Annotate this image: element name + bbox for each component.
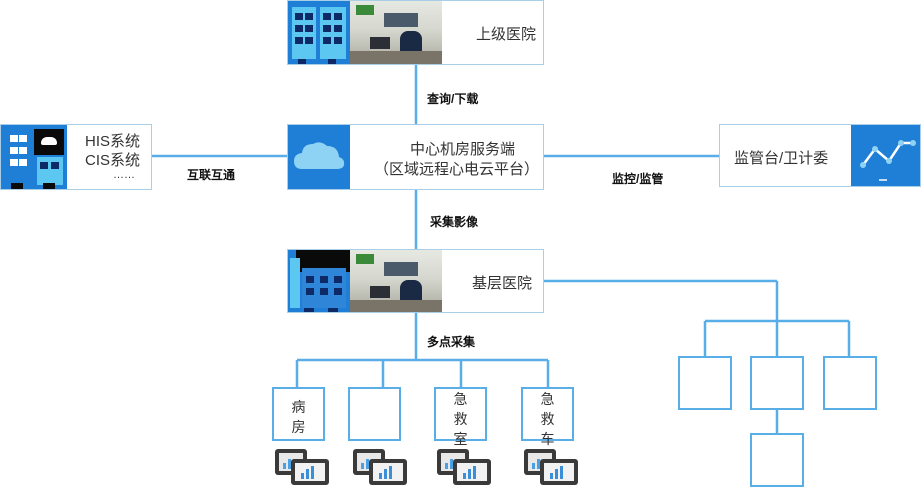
point-char: 急 bbox=[540, 391, 555, 407]
building-icon bbox=[288, 250, 350, 312]
center-subtitle: （区域远程心电云平台） bbox=[374, 161, 540, 178]
point-char: 车 bbox=[540, 431, 555, 447]
edge-label-collect: 采集影像 bbox=[430, 215, 479, 229]
edge-label-supervise: 监控/监管 bbox=[612, 172, 664, 186]
center-server-node: 中心机房服务端 （区域远程心电云平台） bbox=[287, 124, 544, 190]
building-icon bbox=[288, 1, 350, 64]
ecg-device-icon bbox=[273, 447, 333, 487]
point-char: 救 bbox=[540, 411, 555, 427]
his-label: HIS系统 bbox=[85, 133, 141, 150]
monitor-label: 监管台/卫计委 bbox=[734, 150, 829, 167]
point-char: 房 bbox=[291, 419, 306, 435]
tree-node-left bbox=[678, 356, 732, 410]
edge-label-query: 查询/下载 bbox=[427, 92, 479, 106]
ecg-device-icon bbox=[522, 447, 582, 487]
point-char: 病 bbox=[291, 399, 306, 415]
cis-label: CIS系统 bbox=[85, 152, 141, 169]
center-title: 中心机房服务端 bbox=[410, 141, 516, 158]
upper-hospital-label: 上级医院 bbox=[476, 26, 537, 43]
edge-label-interop: 互联互通 bbox=[187, 168, 236, 182]
point-blank bbox=[348, 387, 401, 441]
telemedicine-room-photo bbox=[350, 250, 442, 312]
edge-label-multipoint: 多点采集 bbox=[427, 335, 476, 349]
ecg-device-icon bbox=[351, 447, 411, 487]
cloud-icon bbox=[288, 125, 350, 189]
monitor-node: 监管台/卫计委 bbox=[719, 124, 921, 187]
grassroots-hospital-node: 基层医院 bbox=[287, 249, 544, 313]
line-chart-icon bbox=[851, 125, 920, 186]
point-ambulance: 急 救 车 bbox=[521, 387, 574, 447]
tree-node-right bbox=[823, 356, 877, 410]
upper-hospital-node: 上级医院 bbox=[287, 0, 544, 65]
tree-node-bottom bbox=[750, 433, 804, 487]
grassroots-hospital-label: 基层医院 bbox=[472, 275, 533, 292]
telemedicine-room-photo bbox=[350, 1, 442, 64]
point-char: 救 bbox=[453, 411, 468, 427]
point-char: 室 bbox=[453, 431, 468, 447]
point-emergency-room: 急 救 室 bbox=[434, 387, 487, 447]
tree-node-middle bbox=[750, 356, 804, 410]
point-ward: 病 房 bbox=[272, 387, 325, 441]
his-system-node: HIS系统 CIS系统 …… bbox=[0, 124, 152, 190]
ellipsis-label: …… bbox=[113, 169, 135, 181]
ecg-device-icon bbox=[435, 447, 495, 487]
building-icon bbox=[1, 125, 67, 189]
point-char: 急 bbox=[453, 391, 468, 407]
